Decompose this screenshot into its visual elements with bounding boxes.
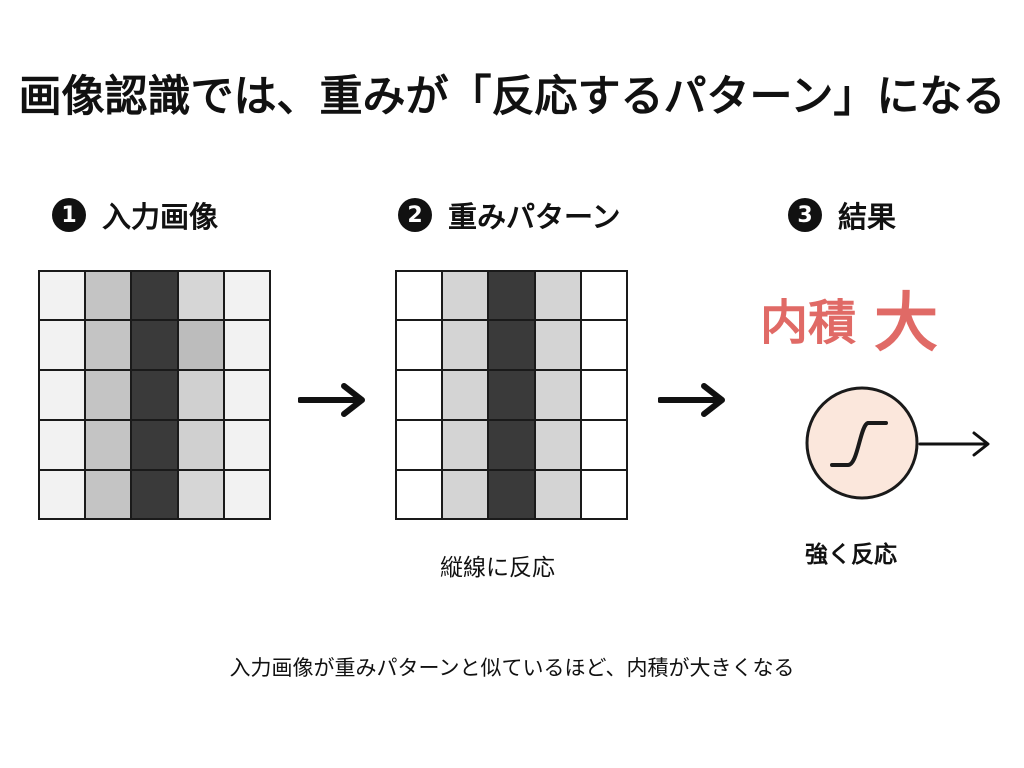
grid-line	[38, 270, 271, 272]
grid-line	[395, 319, 628, 321]
grid-cell	[441, 420, 489, 470]
grid-line	[38, 469, 271, 471]
grid-cell	[84, 420, 132, 470]
grid-cell	[441, 320, 489, 370]
grid-cell	[177, 420, 225, 470]
grid-cell	[224, 320, 271, 370]
grid-cell	[131, 470, 178, 520]
grid-cell	[395, 320, 442, 370]
result-value: 内積 大	[760, 278, 938, 361]
bottom-note: 入力画像が重みパターンと似ているほど、内積が大きくなる	[229, 656, 795, 680]
grid-line	[440, 270, 443, 520]
grid-cell	[581, 470, 628, 520]
grid-cell	[581, 270, 628, 320]
grid-line	[38, 518, 271, 520]
grid-cell	[224, 420, 271, 470]
grid-cell	[441, 270, 489, 320]
grid-line	[580, 270, 583, 520]
weight-pattern-grid	[395, 270, 628, 520]
grid-line	[176, 270, 179, 520]
grid-cell	[224, 470, 271, 520]
grid-cell	[131, 320, 178, 370]
step-3-number-badge: 3	[788, 198, 822, 232]
grid-cell	[224, 270, 271, 320]
grid-cell	[441, 370, 489, 420]
grid-cell	[84, 320, 132, 370]
grid-cell	[177, 470, 225, 520]
grid-line	[38, 369, 271, 371]
grid-cell	[581, 370, 628, 420]
grid-cell	[38, 370, 85, 420]
step-2-label: 重みパターン	[448, 200, 621, 234]
grid-cell	[38, 420, 85, 470]
grid-cell	[38, 320, 85, 370]
step-2-number-badge: 2	[398, 198, 432, 232]
grid-cell	[488, 470, 535, 520]
output-arrow-icon	[918, 431, 990, 457]
grid-cell	[534, 320, 582, 370]
step-1-number-badge: 1	[52, 198, 86, 232]
neuron-circle	[805, 386, 919, 500]
grid-cell	[131, 370, 178, 420]
grid-cell	[38, 470, 85, 520]
grid-cell	[177, 320, 225, 370]
result-caption: 強く反応	[805, 542, 897, 568]
grid-cell	[534, 370, 582, 420]
page-title: 画像認識では、重みが「反応するパターン」になる	[18, 72, 1006, 122]
sigmoid-curve-icon	[830, 421, 888, 467]
grid-line	[130, 270, 133, 520]
weight-pattern-caption: 縦線に反応	[440, 555, 555, 581]
step-3-heading: 3 結果	[788, 196, 896, 234]
grid-cell	[395, 420, 442, 470]
grid-cell	[395, 370, 442, 420]
grid-cell	[488, 420, 535, 470]
grid-line	[269, 270, 271, 520]
result-label: 内積	[760, 295, 857, 351]
grid-line	[395, 270, 628, 272]
grid-line	[395, 270, 397, 520]
result-strength: 大	[874, 287, 939, 361]
grid-cell	[84, 270, 132, 320]
grid-cell	[131, 270, 178, 320]
grid-line	[395, 369, 628, 371]
step-1-label: 入力画像	[102, 200, 219, 234]
grid-cell	[224, 370, 271, 420]
grid-cell	[441, 470, 489, 520]
grid-cell	[395, 270, 442, 320]
grid-line	[38, 319, 271, 321]
grid-line	[533, 270, 536, 520]
grid-line	[395, 518, 628, 520]
step-1-heading: 1 入力画像	[52, 196, 218, 234]
grid-cell	[177, 370, 225, 420]
grid-line	[395, 419, 628, 421]
grid-line	[626, 270, 628, 520]
grid-cell	[488, 320, 535, 370]
grid-cell	[177, 270, 225, 320]
grid-cell	[38, 270, 85, 320]
grid-cell	[534, 420, 582, 470]
grid-cell	[131, 420, 178, 470]
grid-cell	[84, 470, 132, 520]
right-arrow-icon	[658, 383, 725, 417]
grid-cell	[534, 470, 582, 520]
grid-line	[223, 270, 226, 520]
grid-line	[83, 270, 86, 520]
grid-line	[38, 419, 271, 421]
grid-cell	[395, 470, 442, 520]
right-arrow-icon	[298, 383, 365, 417]
grid-cell	[84, 370, 132, 420]
grid-cell	[581, 420, 628, 470]
grid-line	[487, 270, 490, 520]
grid-cell	[488, 370, 535, 420]
grid-cell	[581, 320, 628, 370]
grid-cell	[488, 270, 535, 320]
grid-line	[38, 270, 40, 520]
grid-line	[395, 469, 628, 471]
step-3-label: 結果	[838, 200, 897, 234]
step-2-heading: 2 重みパターン	[398, 196, 621, 234]
grid-cell	[534, 270, 582, 320]
input-image-grid	[38, 270, 271, 520]
